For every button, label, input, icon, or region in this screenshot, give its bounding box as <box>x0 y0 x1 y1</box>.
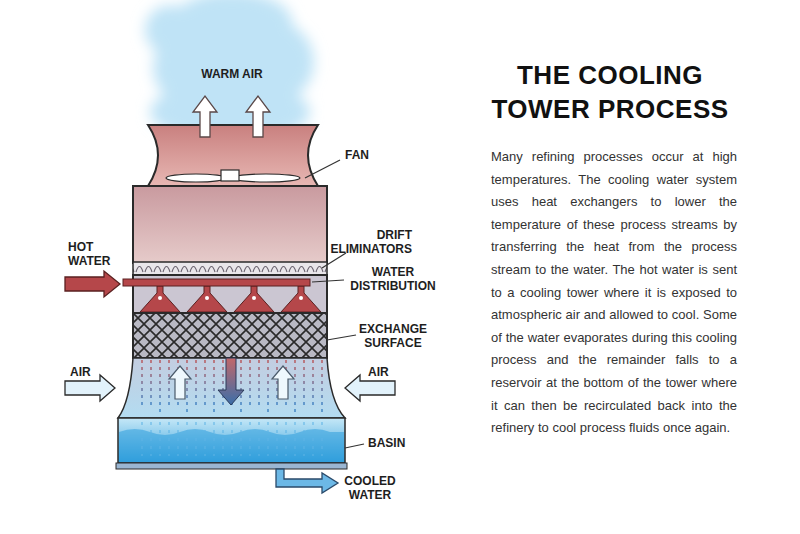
page-title: THE COOLING TOWER PROCESS <box>478 58 742 126</box>
part-label: WATER DISTRIBUTION <box>350 265 435 293</box>
part-label: FAN <box>345 148 369 162</box>
flow-label: AIR <box>368 365 389 379</box>
flow-label: WARM AIR <box>201 67 263 81</box>
flow-label: HOT WATER <box>68 240 110 268</box>
description-text: Many refining processes occur at high te… <box>491 146 737 440</box>
flow-label: COOLED WATER <box>344 474 395 502</box>
part-label: BASIN <box>368 436 405 450</box>
part-label: EXCHANGE SURFACE <box>359 322 427 350</box>
part-label: DRIFT ELIMINATORS <box>330 228 412 256</box>
flow-label: AIR <box>70 365 91 379</box>
